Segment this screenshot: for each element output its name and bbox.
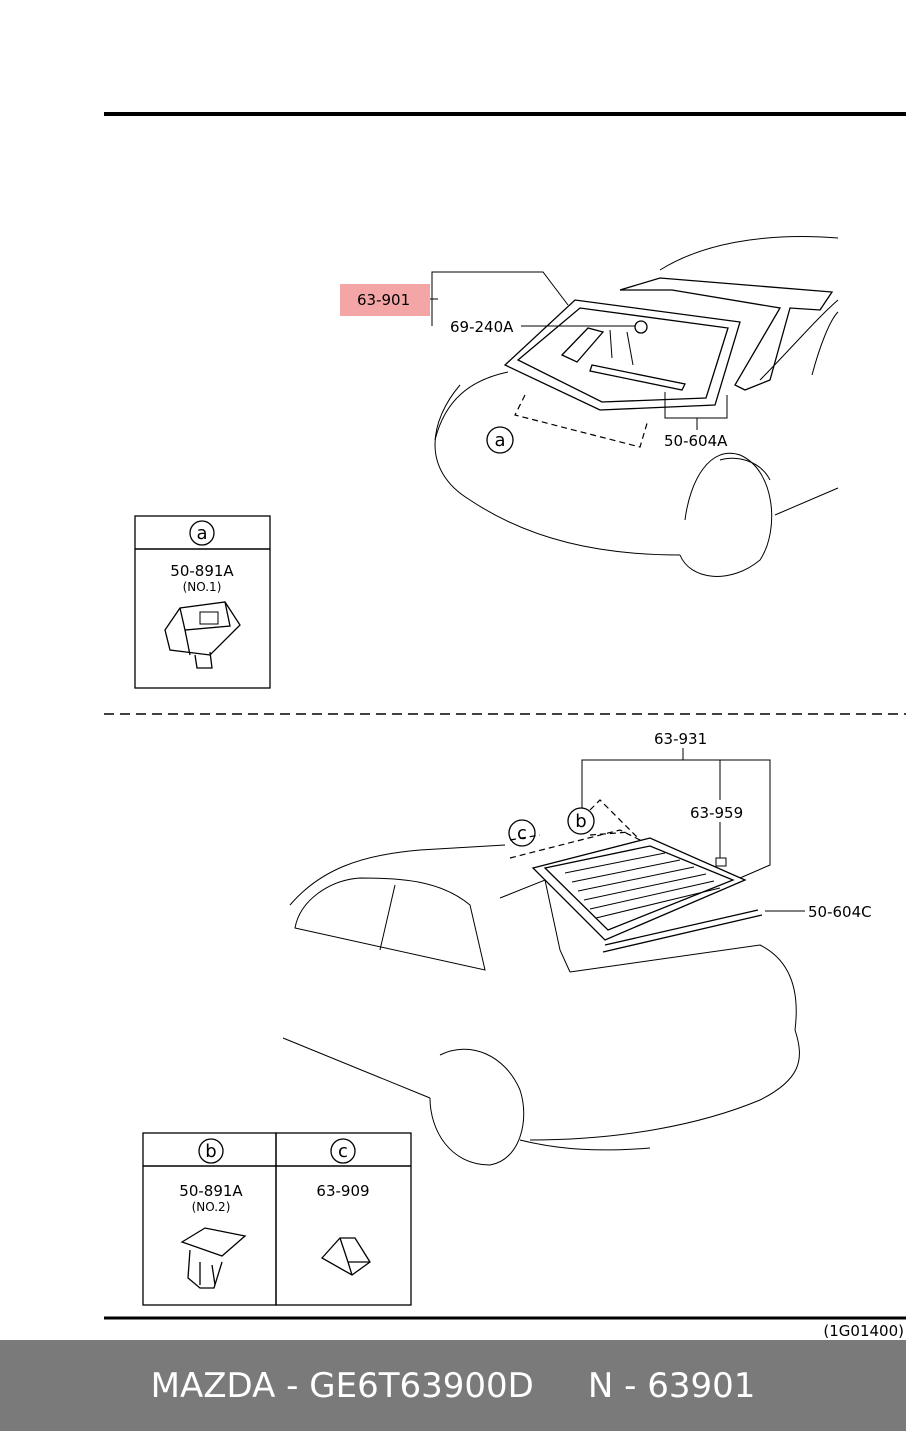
label-63-931: 63-931 [654,730,707,748]
clip-no1-icon [164,601,241,669]
footer-brand: MAZDA [150,1365,276,1406]
top-car-illustration [434,236,839,577]
label-63-959: 63-959 [690,804,743,822]
detail-a-note: (NO.1) [183,580,222,594]
defroster-lines [564,852,721,919]
label-50-604a: 50-604A [664,432,728,450]
callout-a-circle [486,426,514,454]
footer-ref-number: N - 63901 [587,1365,756,1406]
callout-c-label: c [517,823,527,844]
windshield-glass [503,299,741,411]
footer-bar: MAZDA - GE6T63900D N - 63901 [0,1340,906,1431]
label-63-901: 63-901 [357,291,410,309]
callout-b-label: b [575,811,586,832]
label-50-604c: 50-604C [808,903,872,921]
callout-c-circle [508,819,536,847]
highlight-63-901 [340,284,430,316]
callout-a-label: a [494,430,505,451]
detail-b-note: (NO.2) [192,1200,231,1214]
callout-b-circle [567,807,595,835]
top-leaders [340,271,728,430]
detail-a-part: 50-891A [170,562,234,580]
bottom-leaders [581,748,805,912]
molding-strip [604,909,759,946]
sensor-dot [634,320,648,334]
detail-box-c: c 63-909 [275,1132,412,1306]
label-69-240a: 69-240A [450,318,514,336]
drawing-code: (1G01400) [823,1322,904,1340]
block-piece-icon [320,1237,371,1276]
parts-diagram: 63-901 69-240A 50-604A a a 50-891A (NO.1… [104,112,906,1340]
bottom-car-illustration [282,799,800,1166]
detail-box-b: b 50-891A (NO.2) [142,1132,277,1306]
footer-separator: - [275,1365,310,1406]
detail-b-key: b [205,1141,216,1162]
detail-a-key: a [196,523,207,544]
rear-glass [531,837,747,941]
footer-gap [534,1366,588,1406]
detail-c-key: c [338,1141,348,1162]
footer-part-number: GE6T63900D [309,1365,534,1406]
detail-box-a: a 50-891A (NO.1) [134,515,271,689]
detail-c-part: 63-909 [316,1182,369,1200]
clip-no2-icon [180,1227,247,1289]
detail-b-part: 50-891A [179,1182,243,1200]
